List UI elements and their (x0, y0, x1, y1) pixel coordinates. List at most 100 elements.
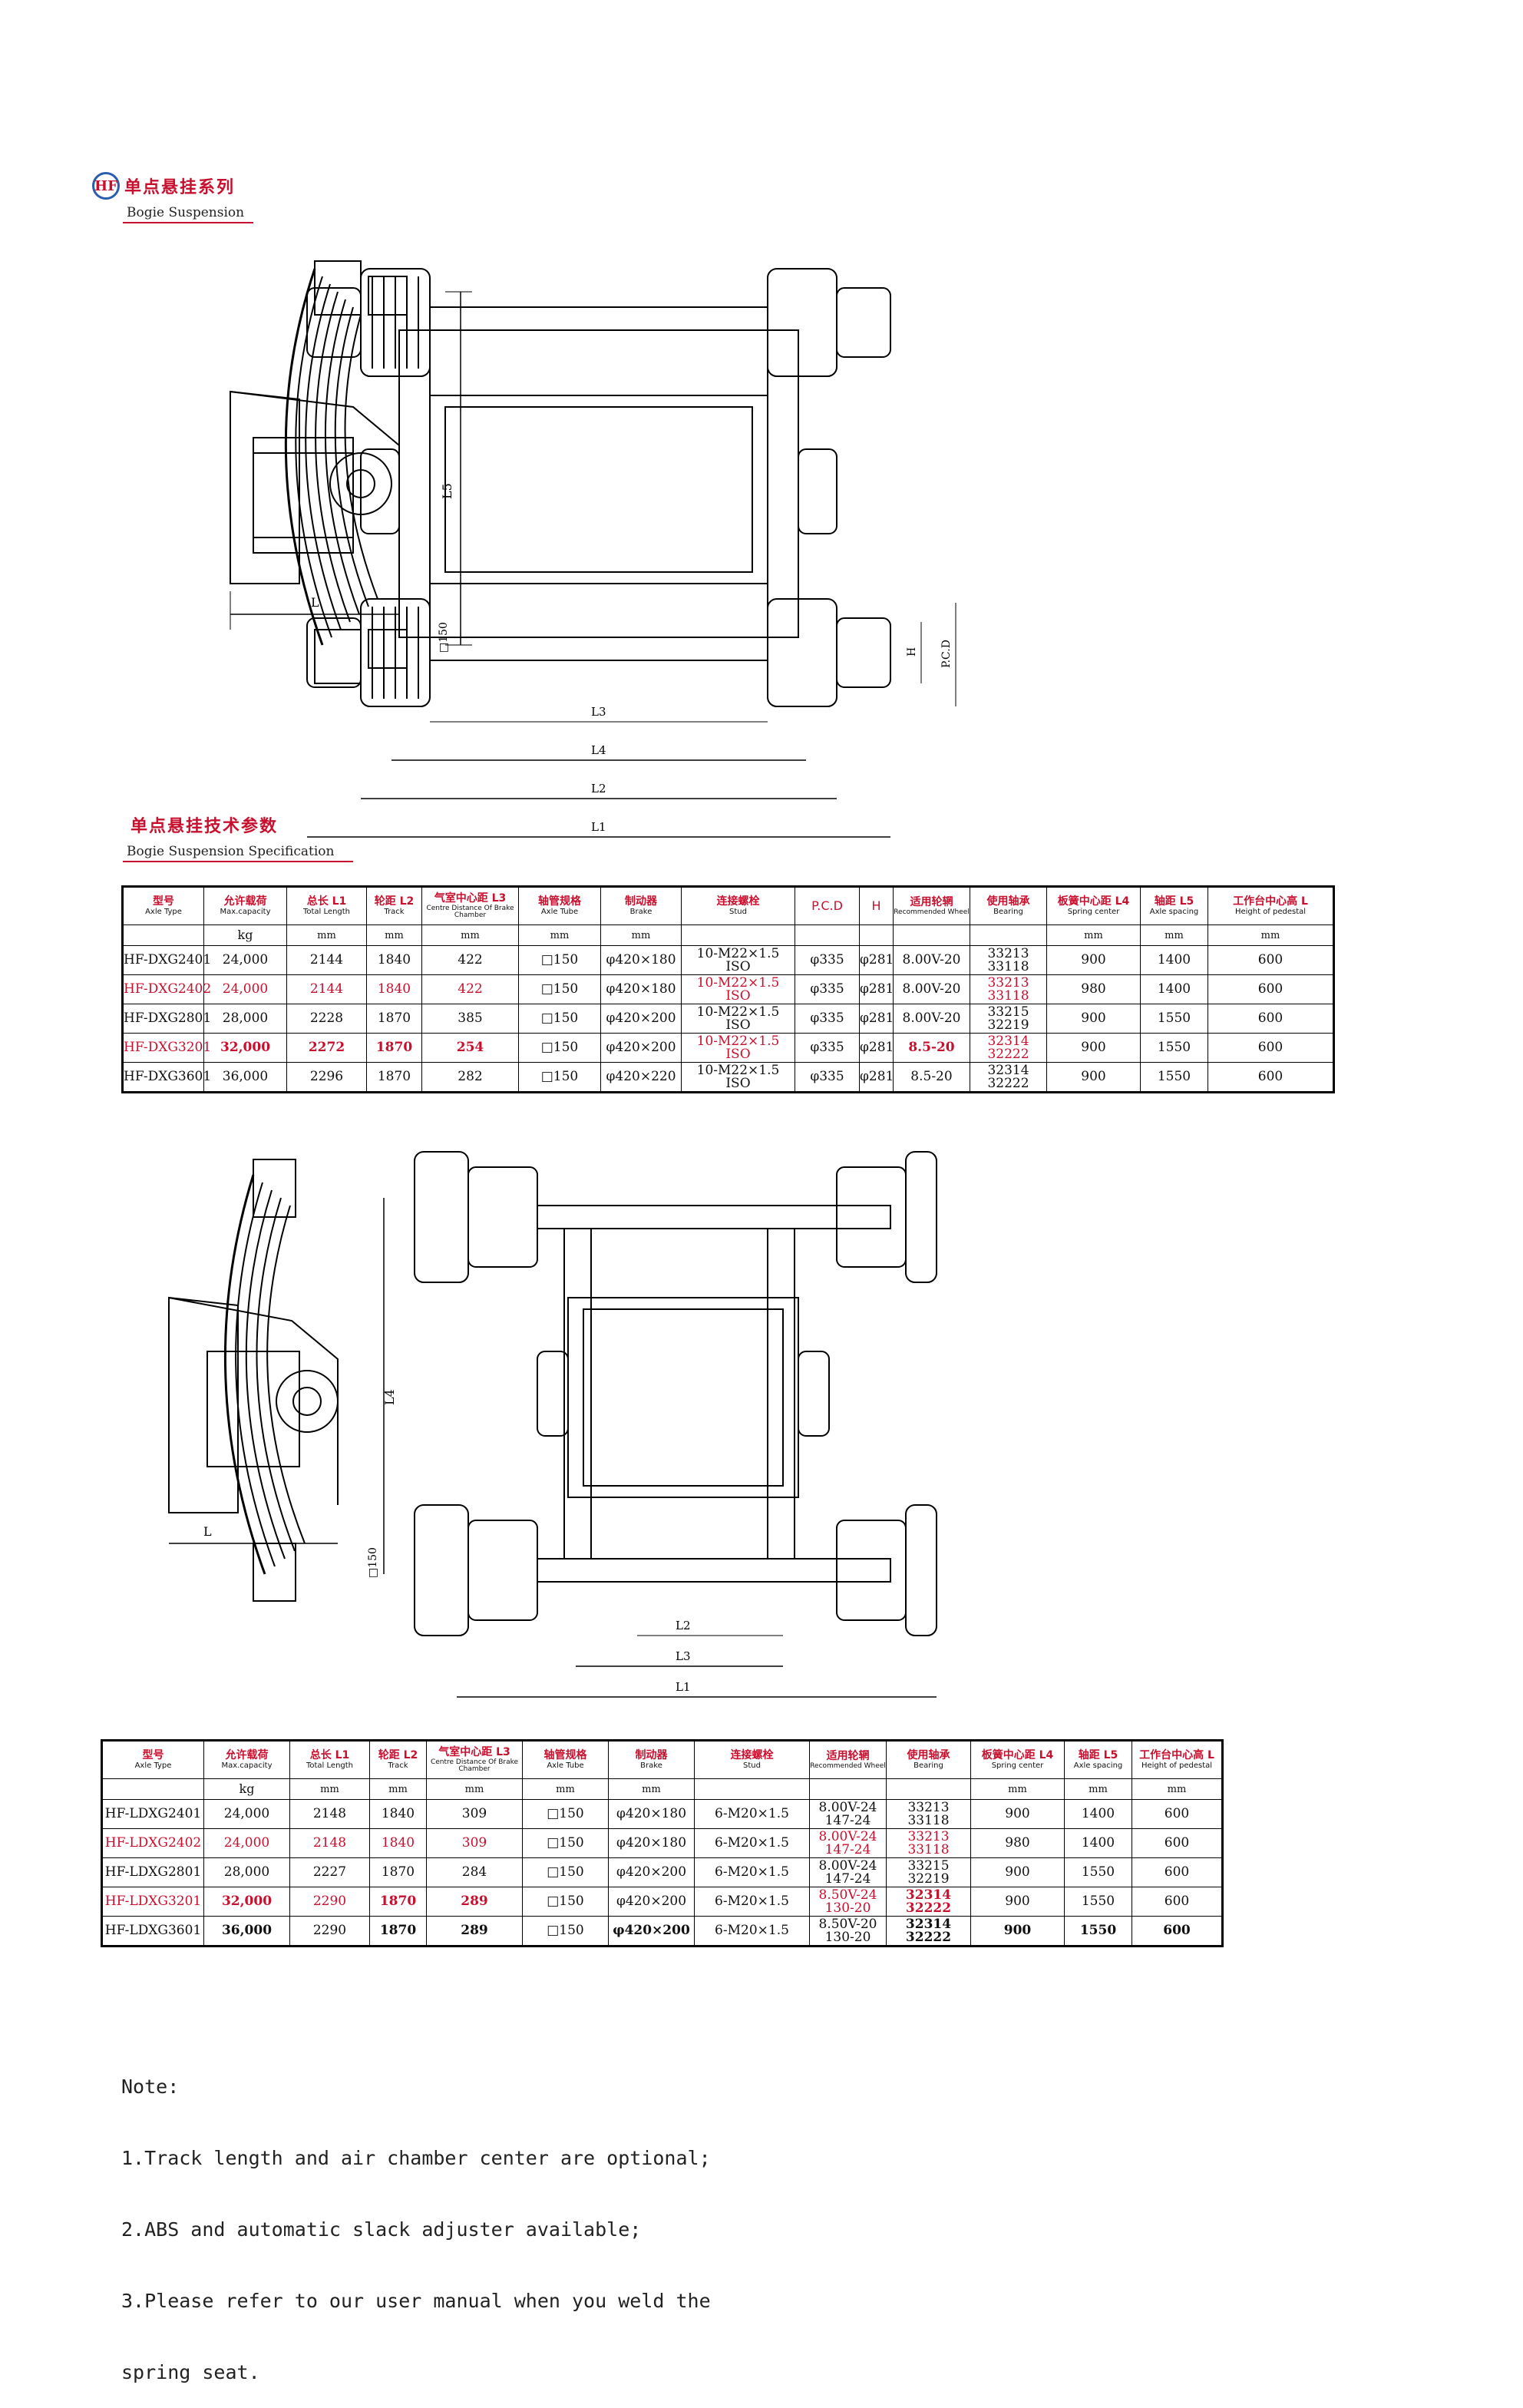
cell-line-2: ISO (725, 958, 751, 974)
capacity-cell: 24,000 (203, 974, 287, 1004)
cell-line-1: 10-M22×1.5 (696, 945, 780, 961)
cell-line-1: 10-M22×1.5 (696, 1004, 780, 1020)
l1-cell: 2290 (289, 1887, 370, 1917)
cell-line-2: 32222 (987, 1046, 1029, 1062)
d2-dim-label-l3: L3 (676, 1649, 691, 1663)
l4-cell: 900 (970, 1916, 1065, 1947)
cell-line-1: 32314 (905, 1916, 952, 1932)
tube-cell: □150 (518, 1004, 601, 1034)
cell-line-1: 33213 (987, 945, 1029, 961)
l3-cell: 282 (421, 1062, 519, 1093)
l4-cell: 900 (1046, 1004, 1141, 1034)
brake-cell: φ420×200 (600, 1033, 682, 1063)
l-cell: 600 (1132, 1828, 1223, 1858)
tube-cell: □150 (522, 1799, 609, 1829)
spec-title-cn: 单点悬挂技术参数 (130, 817, 279, 836)
l1-cell: 2290 (289, 1916, 370, 1947)
cell-line-1: 8.00V-24 (818, 1828, 877, 1844)
cell-line-1: 10-M22×1.5 (696, 1033, 780, 1049)
top-view-2 (414, 1151, 937, 1698)
t1-h-pcd: P.C.D (795, 886, 860, 925)
capacity-cell: 32,000 (203, 1887, 290, 1917)
dim-label-l2: L2 (591, 782, 606, 796)
l2-cell: 1840 (369, 1828, 427, 1858)
model-cell: HF-DXG2401 (122, 945, 211, 975)
cell-line-1: 10-M22×1.5 (696, 1062, 780, 1078)
cell-line-2: 33118 (907, 1812, 950, 1828)
l4-cell: 900 (970, 1887, 1065, 1917)
h-cell: φ281 (859, 1004, 894, 1034)
l5-cell: 1550 (1064, 1887, 1132, 1917)
cell-line-2: 130-20 (824, 1929, 871, 1945)
l5-cell: 1400 (1140, 974, 1208, 1004)
capacity-cell: 24,000 (203, 1799, 290, 1829)
title-underline (123, 222, 253, 223)
cell-line-1: 8.50V-24 (818, 1887, 877, 1903)
wheel-cell: 8.00V-20 (893, 974, 970, 1004)
cell-line-2: 32222 (987, 1075, 1029, 1091)
pcd-cell: φ335 (795, 1004, 860, 1034)
pcd-cell: φ335 (795, 945, 860, 975)
model-cell: HF-DXG2801 (122, 1004, 211, 1034)
l5-cell: 1400 (1064, 1828, 1132, 1858)
side-view (230, 260, 472, 684)
l1-cell: 2272 (286, 1033, 367, 1063)
cell-line-1: 33215 (907, 1857, 950, 1874)
l1-cell: 2148 (289, 1799, 370, 1829)
h-cell: φ281 (859, 1062, 894, 1093)
cell-line-2: 130-20 (824, 1900, 871, 1916)
capacity-cell: 24,000 (203, 1828, 290, 1858)
capacity-cell: 36,000 (203, 1916, 290, 1947)
cell-line-2: 33118 (987, 987, 1029, 1004)
model-cell: HF-LDXG2801 (101, 1857, 204, 1887)
cell-line-2: ISO (725, 1046, 751, 1062)
model-cell: HF-LDXG3601 (101, 1916, 204, 1947)
model-cell: HF-DXG3601 (122, 1062, 211, 1093)
l2-cell: 1870 (369, 1916, 427, 1947)
l3-cell: 422 (421, 974, 519, 1004)
d2-dim-label-l4: L4 (382, 1389, 397, 1405)
dim-label-l1: L1 (591, 820, 606, 834)
l1-cell: 2227 (289, 1857, 370, 1887)
cell-line-2: 33118 (987, 958, 1029, 974)
l5-cell: 1550 (1064, 1857, 1132, 1887)
brake-cell: φ420×180 (600, 974, 682, 1004)
dim-label-h: H (906, 647, 918, 657)
spec-title-en: Bogie Suspension Specification (127, 844, 335, 859)
l-cell: 600 (1132, 1799, 1223, 1829)
l5-cell: 1400 (1064, 1799, 1132, 1829)
l-cell: 600 (1132, 1857, 1223, 1887)
cell-line-1: 8.50V-20 (818, 1916, 877, 1932)
ldxg-suspension-drawing: L4 L □150 L2 L3 L1 (168, 1151, 937, 1698)
tube-cell: □150 (518, 974, 601, 1004)
wheel-cell: 8.5-20 (893, 1033, 970, 1063)
dim-label-l3: L3 (591, 705, 606, 719)
